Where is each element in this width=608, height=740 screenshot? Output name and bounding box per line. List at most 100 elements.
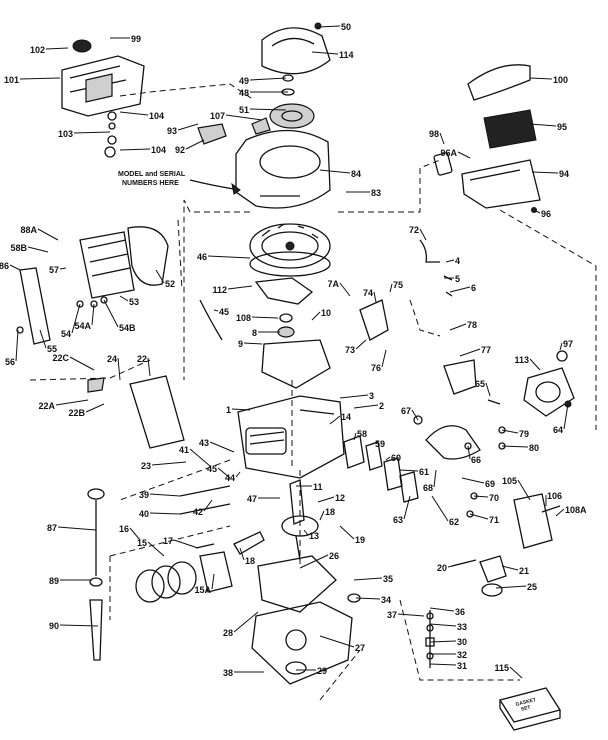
callout-32: 32 [430, 650, 467, 660]
callout-leader-line [373, 291, 377, 303]
callout-22: 22 [137, 354, 151, 377]
starter-pulley-icon [251, 74, 315, 135]
callout-label: 18 [245, 556, 255, 566]
intake-elbow-icon [513, 493, 553, 549]
callout-label: 53 [129, 297, 139, 307]
callout-leader-line [355, 339, 367, 350]
callout-label: 72 [409, 225, 419, 235]
callout-label: 11 [313, 482, 323, 492]
callout-label: 29 [317, 666, 327, 676]
callout-leader-line [447, 561, 469, 568]
callout-leader-line [211, 573, 215, 590]
callout-leader-line [103, 299, 119, 328]
callout-label: 103 [58, 129, 73, 139]
callout-leader-line [439, 132, 445, 145]
callout-87: 87 [47, 523, 97, 533]
callout-38: 38 [223, 668, 264, 678]
callout-label: 20 [437, 563, 447, 573]
callout-leader-line [397, 613, 425, 617]
callout-label: 7A [327, 279, 339, 289]
model-note-line1: MODEL and SERIAL [118, 171, 186, 178]
callout-leader-line [319, 635, 355, 648]
callout-23: 23 [141, 461, 187, 471]
callout-leader-line [227, 285, 253, 290]
callout-leader-line [119, 148, 151, 151]
callout-58: 58 [353, 429, 367, 441]
callout-leader-line [467, 445, 471, 460]
callout-label: 22 [137, 354, 147, 364]
callout-leader-line [149, 493, 181, 497]
callout-label: 90 [49, 621, 59, 631]
callout-label: 9 [238, 339, 243, 349]
callout-103: 103 [58, 129, 111, 139]
sump-cover-icon [251, 555, 353, 685]
callout-113: 113 [514, 355, 541, 371]
callout-66: 66 [467, 445, 481, 465]
linkage-spring-icon [419, 239, 453, 297]
callout-leader-line [209, 441, 235, 453]
callout-72: 72 [409, 225, 427, 241]
callout-16: 16 [119, 524, 141, 541]
callout-leader-line [429, 640, 457, 643]
callout-leader-line [203, 499, 213, 512]
callout-54A: 54A [74, 303, 95, 331]
callout-label: 43 [199, 438, 209, 448]
callout-leader-line [419, 228, 427, 241]
control-bracket-icon [359, 299, 389, 341]
flywheel-icon [249, 223, 331, 305]
callout-leader-line [403, 495, 411, 520]
callout-29: 29 [296, 666, 327, 676]
wire-icon [199, 299, 223, 341]
blower-housing-icon [235, 129, 331, 209]
callout-leader-line [385, 456, 391, 461]
callout-label: 54A [74, 321, 91, 331]
callout-leader-line [319, 169, 351, 174]
callout-leader-line [147, 357, 151, 377]
callout-75: 75 [389, 280, 403, 293]
callout-label: 8 [252, 328, 257, 338]
callout-56: 56 [5, 329, 19, 367]
callout-label: 18 [325, 507, 335, 517]
callout-leader-line [299, 554, 329, 569]
callout-label: 86 [0, 261, 9, 271]
callout-36: 36 [429, 607, 465, 617]
callout-label: 97 [563, 339, 573, 349]
callout-label: 88A [20, 225, 37, 235]
callout-leader-line [55, 399, 89, 406]
callout-label: 37 [387, 610, 397, 620]
callout-leader-line [177, 123, 199, 131]
callout-14: 14 [329, 412, 351, 425]
callout-8: 8 [252, 328, 280, 338]
callout-label: 22B [68, 408, 85, 418]
callout-label: 22C [52, 353, 69, 363]
callout-96A: 96A [440, 148, 471, 159]
callout-64: 64 [553, 403, 569, 435]
callout-106: 106 [545, 491, 562, 506]
callout-leader-line [207, 255, 251, 259]
callout-leader-line [459, 348, 481, 357]
callout-34: 34 [355, 595, 391, 605]
carburetor-icon [523, 350, 575, 417]
callout-leader-line [485, 382, 491, 397]
intake-pipe-icon [425, 425, 481, 460]
callout-55: 55 [39, 329, 57, 354]
callout-leader-line [433, 469, 437, 488]
callout-101: 101 [4, 75, 61, 85]
oil-pump-icon [451, 555, 507, 597]
callout-label: 25 [527, 582, 537, 592]
callout-label: 66 [471, 455, 481, 465]
callout-leader-line [509, 666, 523, 679]
callout-leader-line [457, 151, 471, 159]
callout-leader-line [329, 415, 341, 425]
bracket-icon [197, 123, 227, 145]
callout-label: 39 [139, 490, 149, 500]
callout-48: 48 [239, 88, 288, 98]
callout-47: 47 [247, 494, 280, 504]
callout-label: 68 [423, 483, 433, 493]
callout-leader-line [129, 527, 141, 541]
callout-28: 28 [223, 611, 259, 638]
callout-label: 4 [455, 256, 460, 266]
callout-49: 49 [239, 76, 287, 86]
crankshaft-icon [281, 479, 319, 561]
callout-69: 69 [461, 477, 495, 489]
